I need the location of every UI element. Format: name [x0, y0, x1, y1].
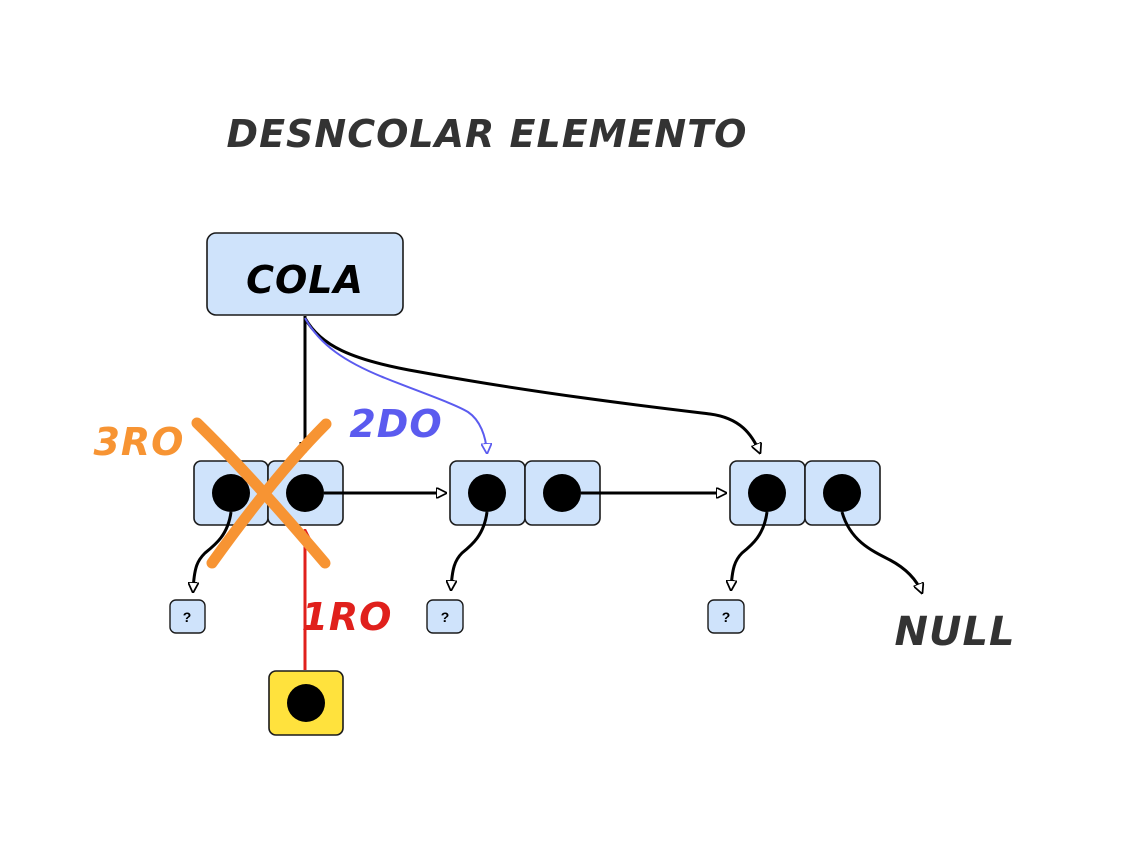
node3-data-arrow — [731, 511, 769, 590]
unknown-box-3: ? — [707, 599, 745, 634]
unknown-label-2: ? — [441, 609, 450, 625]
node-3-next-dot — [823, 474, 861, 512]
null-label: NULL — [895, 609, 1016, 655]
step3-label: 3RO — [93, 420, 184, 464]
removed-node-cross — [191, 417, 332, 569]
unknown-box-1: ? — [169, 599, 206, 634]
cola-to-node3-arrow — [303, 317, 760, 453]
cola-to-node2-arrow — [304, 317, 487, 453]
node-2-next-dot — [543, 474, 581, 512]
cola-label: COLA — [246, 258, 364, 302]
dequeue-pointer-dot — [287, 684, 325, 722]
node-2-data-dot — [468, 474, 506, 512]
queue-node-3 — [729, 460, 881, 526]
unknown-label-1: ? — [183, 609, 192, 625]
node-1-data-dot — [212, 474, 250, 512]
step1-label: 1RO — [301, 595, 392, 639]
node2-data-arrow — [451, 511, 489, 590]
node-1-next-dot — [286, 474, 324, 512]
node1-data-arrow — [193, 511, 233, 592]
unknown-box-2: ? — [426, 599, 464, 634]
step2-label: 2DO — [349, 402, 442, 446]
dequeue-pointer-node — [268, 670, 344, 736]
diagram-title: DESNCOLAR ELEMENTO — [227, 112, 748, 156]
cola-box: COLA — [206, 232, 404, 316]
queue-node-2 — [449, 460, 601, 526]
node-3-data-dot — [748, 474, 786, 512]
unknown-label-3: ? — [722, 609, 731, 625]
node3-to-null-arrow — [840, 511, 922, 593]
